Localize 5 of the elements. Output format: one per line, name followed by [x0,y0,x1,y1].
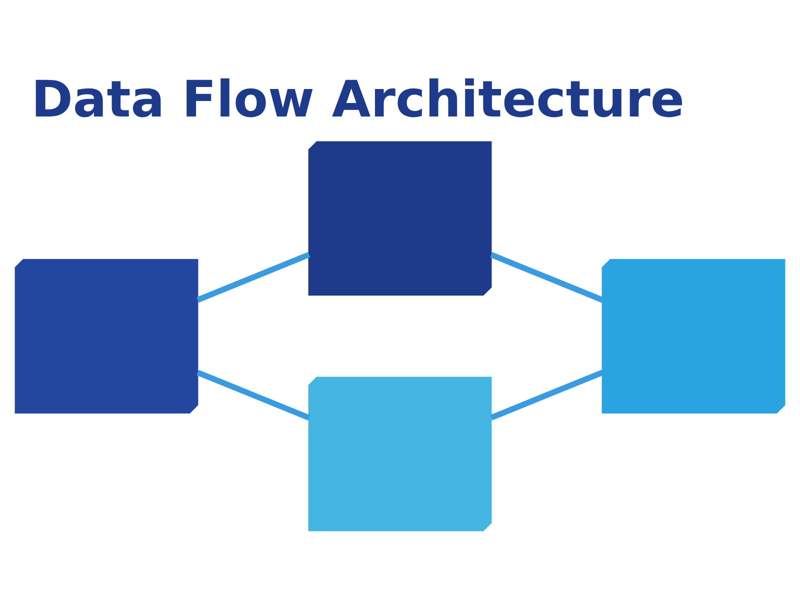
diagram-title: Data Flow Architecture [31,69,684,128]
connector [490,252,604,302]
connector [196,251,310,302]
connector [490,369,604,420]
connector [196,369,310,420]
